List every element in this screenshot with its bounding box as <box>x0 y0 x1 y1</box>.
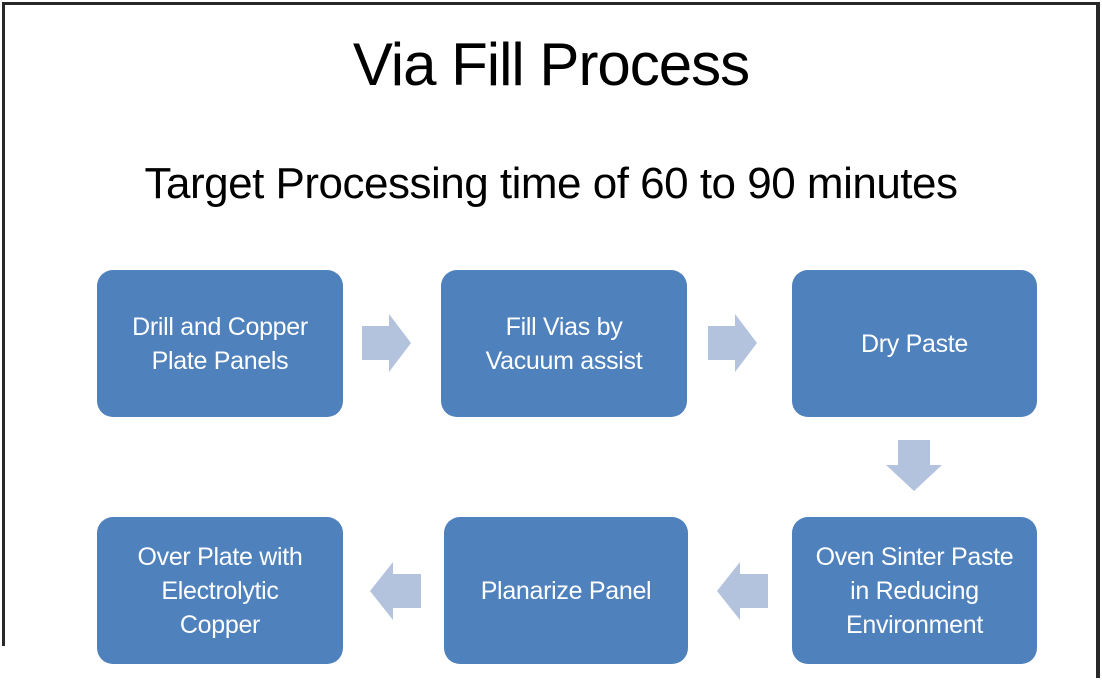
step-fill-vias: Fill Vias by Vacuum assist <box>441 270 687 417</box>
frame-border-left <box>2 2 5 646</box>
step-label: Drill and Copper Plate Panels <box>132 312 308 375</box>
step-over-plate: Over Plate with Electrolytic Copper <box>97 517 343 664</box>
step-drill-and-copper-plate: Drill and Copper Plate Panels <box>97 270 343 417</box>
left-arrow-icon <box>717 562 768 620</box>
left-arrow-icon <box>370 562 421 620</box>
step-oven-sinter-paste: Oven Sinter Paste in Reducing Environmen… <box>792 517 1037 664</box>
right-arrow-icon <box>362 314 411 372</box>
step-label: Over Plate with Electrolytic Copper <box>137 542 303 639</box>
step-label: Dry Paste <box>860 329 969 358</box>
step-planarize-panel: Planarize Panel <box>444 517 688 664</box>
slide-subtitle: Target Processing time of 60 to 90 minut… <box>144 159 958 208</box>
down-arrow-icon <box>886 440 942 491</box>
frame-border-right <box>1096 2 1100 678</box>
step-label: Fill Vias by Vacuum assist <box>485 312 643 375</box>
step-label: Oven Sinter Paste in Reducing Environmen… <box>815 542 1014 639</box>
slide-title: Via Fill Process <box>352 31 750 98</box>
frame-border-top <box>2 2 1100 5</box>
step-dry-paste: Dry Paste <box>792 270 1037 417</box>
step-label: Planarize Panel <box>480 576 652 605</box>
right-arrow-icon <box>708 314 757 372</box>
